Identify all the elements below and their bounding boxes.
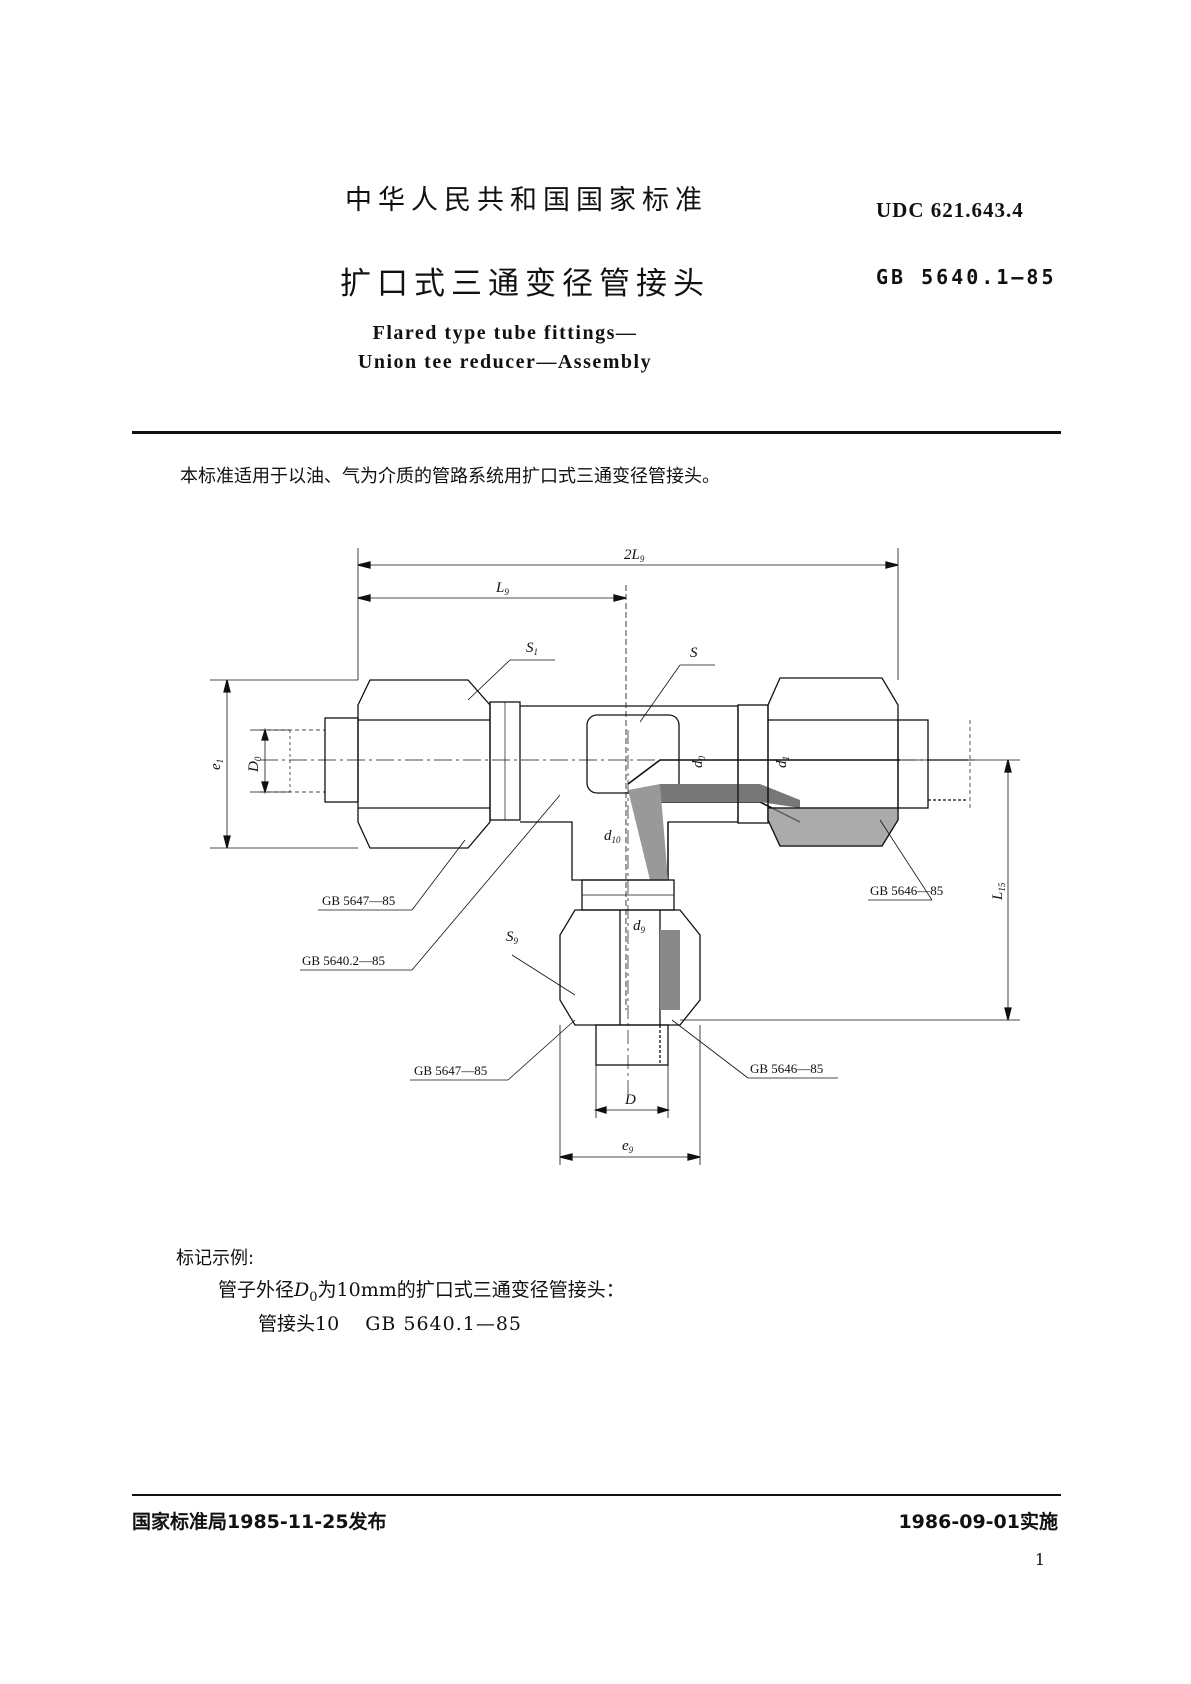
page-number: 1: [1034, 1550, 1045, 1569]
ref-gb5640-2: GB 5640.2—85: [302, 953, 385, 968]
english-title-line1: Flared type tube fittings—: [372, 322, 638, 344]
label-S9-text: S: [506, 929, 514, 945]
label-L15-text: L: [990, 892, 1006, 901]
standard-code: GB 5640.1—85: [876, 265, 1057, 289]
drawing-lines: [210, 548, 1020, 1165]
english-title-line2: Union tee reducer—Assembly: [357, 351, 653, 373]
label-L15: L15: [990, 882, 1007, 901]
implementation-date: 1986-09-01实施: [898, 1511, 1058, 1533]
ref-gb5647-left: GB 5647—85: [322, 893, 395, 908]
label-2L9-sub: 9: [640, 554, 645, 564]
udc-code: UDC 621.643.4: [876, 198, 1024, 222]
label-S9: S9: [506, 929, 519, 946]
label-D0: D0: [246, 756, 263, 773]
dimension-labels: 2L9 L9 S1 S S9 e1 D0 d0 d1 d10 d9 L15 D …: [208, 547, 1007, 1155]
label-D: D: [624, 1092, 636, 1108]
marking-desc-post: 为10mm的扩口式三通变径管接头：: [317, 1279, 625, 1301]
marking-desc-pre: 管子外径: [218, 1279, 295, 1301]
label-S: S: [690, 645, 698, 661]
reference-labels: GB 5647—85 GB 5640.2—85 GB 5646—85 GB 56…: [302, 883, 943, 1078]
label-d9: d9: [633, 918, 646, 935]
standard-title: 中华人民共和国国家标准: [345, 185, 708, 216]
label-L9: L9: [495, 580, 509, 597]
label-S9-sub: 9: [514, 936, 519, 946]
label-e1-sub: 1: [215, 759, 225, 764]
document-title: 扩口式三通变径管接头: [340, 266, 710, 302]
label-d0-text: d: [690, 760, 706, 768]
label-L15-sub: 15: [997, 882, 1007, 892]
marking-desc-sub: 0: [309, 1289, 318, 1305]
label-e9-sub: 9: [629, 1145, 634, 1155]
label-L9-text: L: [495, 580, 504, 596]
label-d0-sub: 0: [697, 756, 707, 761]
label-d10: d10: [604, 828, 621, 845]
marking-desc-symbol: D: [294, 1279, 310, 1301]
marking-example-code: 管接头10 GB 5640.1—85: [258, 1309, 522, 1336]
label-D0-text: D: [246, 761, 262, 773]
ref-gb5646-bottom: GB 5646—85: [750, 1061, 823, 1076]
label-e1-text: e: [208, 763, 224, 770]
label-e9: e9: [622, 1138, 634, 1155]
footer-divider: [132, 1494, 1061, 1496]
label-D0-sub: 0: [253, 756, 263, 761]
label-e1: e1: [208, 759, 225, 770]
label-S1: S1: [526, 640, 538, 657]
marking-code-name: 管接头10: [258, 1313, 340, 1335]
label-S1-text: S: [526, 640, 534, 656]
label-d10-sub: 10: [612, 835, 622, 845]
label-L9-sub: 9: [504, 587, 509, 597]
marking-code-std: GB 5640.1—85: [365, 1313, 523, 1335]
scope-text: 本标准适用于以油、气为介质的管路系统用扩口式三通变径管接头。: [180, 466, 720, 487]
ref-gb5646-right: GB 5646—85: [870, 883, 943, 898]
label-S1-sub: 1: [534, 647, 539, 657]
label-d9-text: d: [633, 918, 641, 934]
label-d1: d1: [774, 756, 791, 768]
label-2L9: 2L9: [624, 547, 645, 564]
label-d9-sub: 9: [641, 925, 646, 935]
label-d1-text: d: [774, 760, 790, 768]
label-d1-sub: 1: [781, 756, 791, 761]
ref-gb5647-bottom: GB 5647—85: [414, 1063, 487, 1078]
header-divider: [132, 431, 1061, 434]
label-e9-text: e: [622, 1138, 629, 1154]
issue-date: 国家标准局1985-11-25发布: [132, 1511, 387, 1533]
label-d10-text: d: [604, 828, 612, 844]
label-2L9-text: 2L: [624, 547, 640, 563]
label-d0: d0: [690, 756, 707, 769]
marking-example-description: 管子外径D0为10mm的扩口式三通变径管接头：: [218, 1275, 625, 1305]
marking-example-title: 标记示例:: [176, 1248, 255, 1269]
